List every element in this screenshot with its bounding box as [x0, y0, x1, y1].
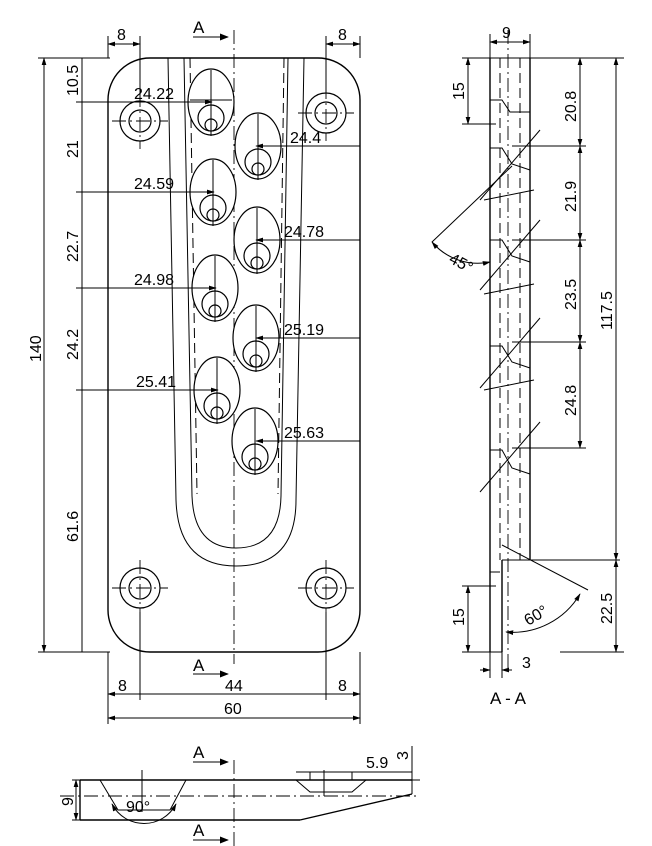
section-title: A - A	[490, 689, 527, 708]
bottom-section-mark-top: A	[193, 743, 205, 762]
hole-dist-7: 25.41	[136, 374, 176, 391]
angle-45: 45°	[446, 251, 475, 277]
dim-bottom-center: 44	[225, 678, 243, 695]
inner-channel	[167, 57, 305, 567]
bottom-height: 9	[60, 797, 77, 806]
countersink	[490, 99, 531, 573]
section-thickness-top: 9	[502, 25, 511, 42]
dim-v1: 10.5	[65, 65, 82, 96]
section-mark-top: A	[193, 18, 205, 37]
section-left-15-top: 15	[451, 82, 468, 100]
hole-dist-3: 24.59	[134, 176, 174, 193]
section-dim-23-5: 23.5	[563, 279, 580, 310]
dim-top-left: 8	[117, 27, 126, 44]
front-view: A A 8 8 140 10.5 21 22.7	[28, 18, 361, 724]
hole-dist-1: 24.22	[134, 86, 174, 103]
angle-60: 60°	[522, 603, 551, 630]
section-thickness-bottom: 3	[522, 655, 531, 672]
dim-v5: 61.6	[65, 511, 82, 542]
section-dim-117-5: 117.5	[599, 291, 616, 330]
section-dim-24-8: 24.8	[563, 385, 580, 416]
bottom-thin: 3	[395, 751, 412, 760]
dim-top-right: 8	[338, 27, 347, 44]
section-dim-20-8: 20.8	[563, 91, 580, 122]
dim-v3: 22.7	[65, 231, 82, 262]
dim-bottom-right: 8	[338, 678, 347, 695]
dim-bottom-left: 8	[118, 678, 127, 695]
hole-dist-6: 25.19	[284, 322, 324, 339]
section-dim-21-9: 21.9	[563, 181, 580, 212]
left-dim-chain	[38, 57, 360, 653]
bottom-angle: 90°	[126, 799, 150, 816]
dim-v2: 21	[65, 140, 82, 158]
section-mark-bottom: A	[193, 656, 205, 675]
hole-dist-2: 24.4	[290, 130, 321, 147]
section-left-15-bottom: 15	[451, 608, 468, 626]
cut-lines	[479, 129, 541, 493]
hole-dist-8: 25.63	[284, 425, 324, 442]
slot-hole	[231, 407, 279, 475]
corner-hole	[112, 560, 168, 616]
bottom-section-mark-bottom: A	[193, 821, 205, 840]
dim-v4: 24.2	[65, 329, 82, 360]
bottom-view: 90° A A 9 5.9 3	[60, 743, 420, 846]
hole-dist-5: 24.98	[134, 272, 174, 289]
section-dim-22-5: 22.5	[599, 593, 616, 624]
bottom-counterbore: 5.9	[366, 755, 388, 772]
corner-hole	[298, 85, 354, 141]
section-right-chain	[512, 57, 624, 653]
corner-hole	[298, 560, 354, 616]
dim-overall-height: 140	[28, 335, 45, 362]
hole-dist-4: 24.78	[284, 224, 324, 241]
dim-total-width: 60	[224, 701, 242, 718]
section-view: 45° 60° 9 3 15 15	[431, 25, 624, 708]
